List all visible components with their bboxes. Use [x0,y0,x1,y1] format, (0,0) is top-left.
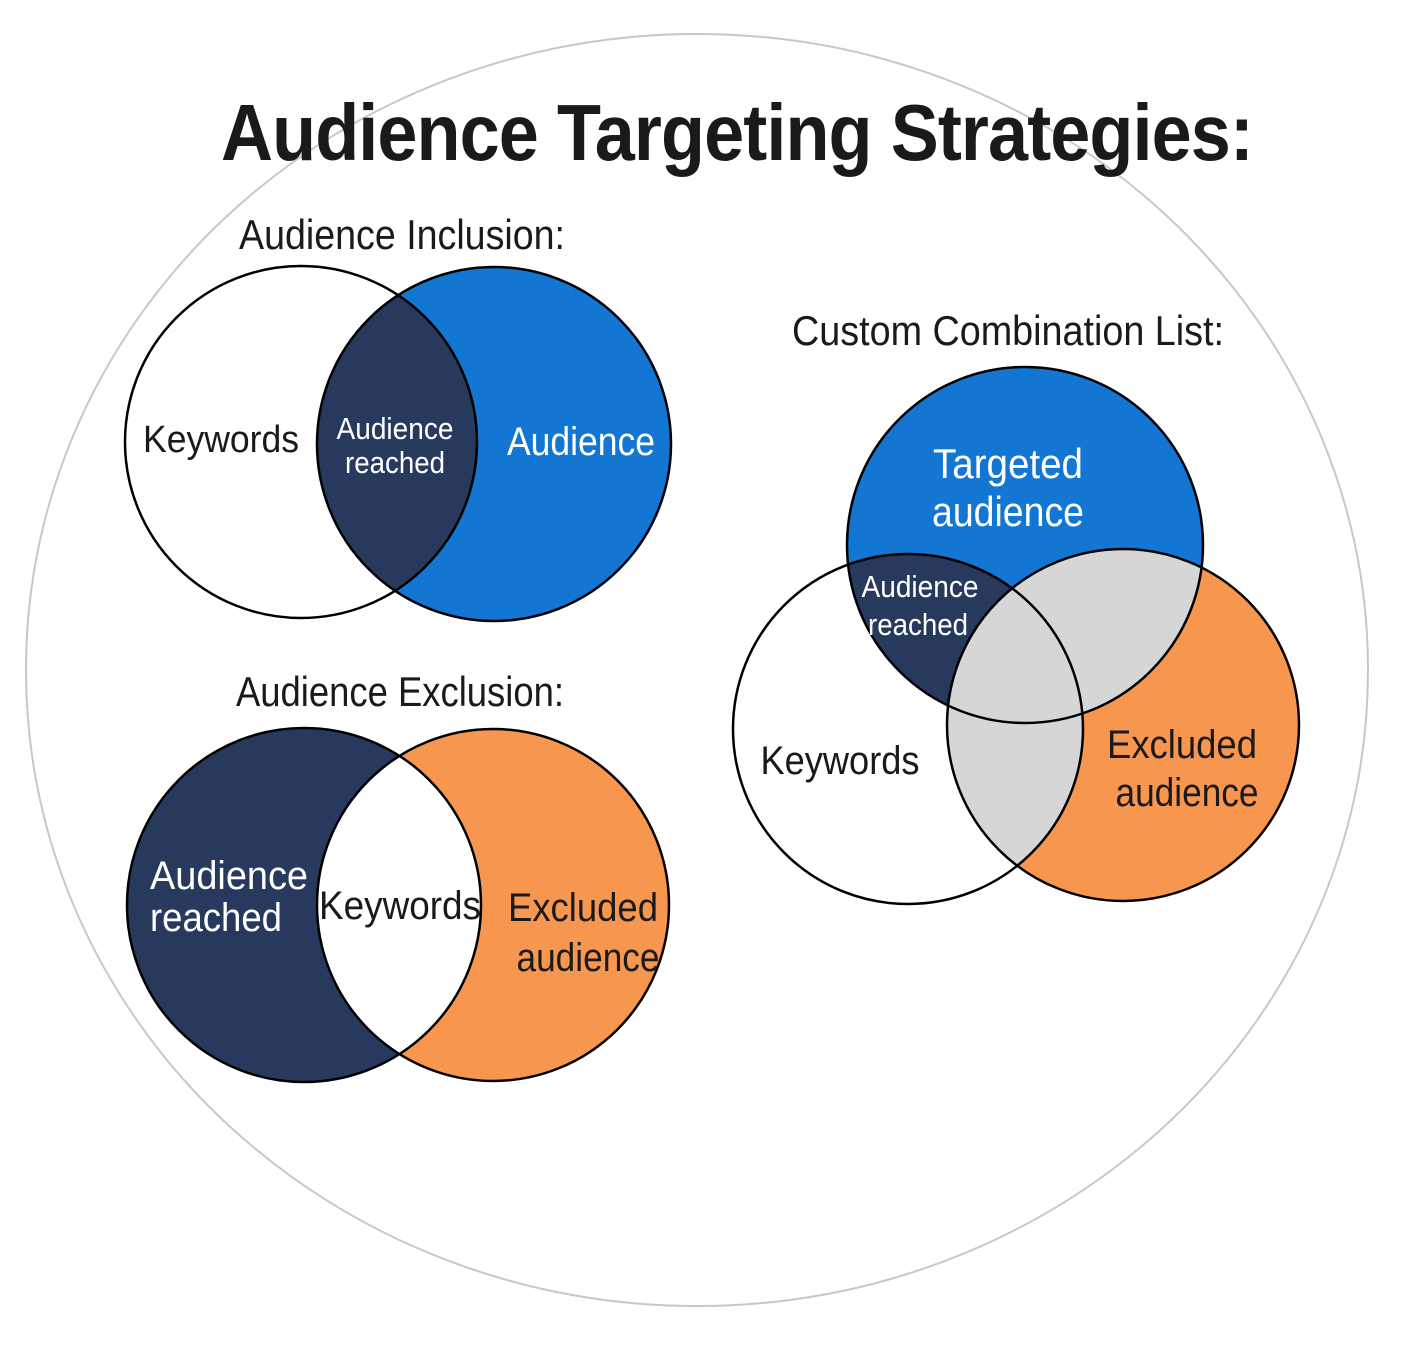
venn-audience-exclusion: Audience Exclusion: Audience reached Key… [125,668,671,1084]
inclusion-keywords-circle-outline [123,264,479,620]
exclusion-excluded-label-line2: audience [517,936,660,980]
custom-reached-overlap-region [847,554,1083,723]
custom-targeted-circle-outline [845,365,1205,725]
exclusion-reached-label-line1: Audience [150,854,308,898]
custom-targeted-label-line1: Targeted [933,440,1083,487]
inclusion-heading: Audience Inclusion: [239,211,565,258]
custom-keywords-circle-outline [731,552,1085,906]
exclusion-excluded-label-line1: Excluded [508,886,658,930]
custom-targeted-label-line2: audience [932,488,1084,535]
exclusion-excluded-circle-outline [315,727,671,1083]
venn-audience-inclusion: Audience Inclusion: Keywords Audience re… [123,211,673,623]
custom-heading: Custom Combination List: [792,307,1224,354]
custom-reached-label-line2: reached [868,607,968,642]
inclusion-overlap-label-line1: Audience [337,411,454,446]
custom-reached-label-line1: Audience [862,569,979,604]
exclusion-keywords-label: Keywords [319,884,481,928]
exclusion-reached-circle-outline [125,726,483,1084]
venn-custom-combination: Custom Combination List: Targeted audien… [731,307,1301,906]
inclusion-audience-label: Audience [507,420,655,464]
custom-excluded-circle-outline [945,547,1301,903]
inclusion-overlap-region [317,267,477,618]
custom-excluded-label-line1: Excluded [1107,723,1257,767]
page-title: Audience Targeting Strategies: [221,88,1253,177]
custom-keywords-label: Keywords [761,739,920,783]
custom-white-orange-overlap-region [947,554,1083,901]
exclusion-reached-label-line2: reached [150,896,282,940]
exclusion-heading: Audience Exclusion: [236,668,564,715]
outer-ring-circle [25,33,1369,1307]
custom-blue-orange-overlap-region [947,549,1203,723]
custom-excluded-label-line2: audience [1116,771,1259,815]
inclusion-overlap-label-line2: reached [345,445,445,480]
exclusion-overlap-region [317,729,481,1081]
inclusion-audience-circle-outline [315,265,673,623]
inclusion-keywords-label: Keywords [143,419,299,461]
